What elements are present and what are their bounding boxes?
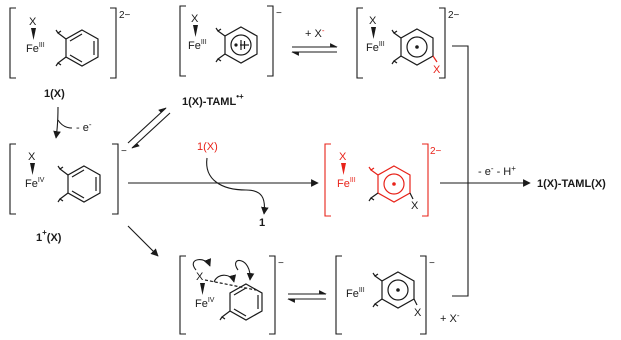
- benzene-ring: [65, 29, 99, 67]
- wedge-bond: [31, 28, 36, 40]
- svg-text:- e-: - e-: [76, 120, 92, 134]
- radical-ring: [381, 271, 415, 309]
- benzene-ring: [67, 165, 101, 203]
- fe-atom: FeIV: [195, 297, 215, 310]
- structure-intermediate-red: 2− X FeIII X: [324, 143, 442, 217]
- oxidation-arrow: - e-: [53, 106, 92, 139]
- label-1plus-x: 1+(X): [36, 228, 62, 244]
- structure-1plus-x: − X FeIV 1+(X): [9, 143, 127, 244]
- equilibrium-arrow-bottom: [287, 290, 327, 303]
- reagent-1x-red: 1(X): [197, 141, 218, 153]
- svg-text:+ X-: + X-: [305, 26, 325, 40]
- fe-atom: FeIII: [337, 177, 356, 190]
- svg-text:2−: 2−: [448, 10, 460, 21]
- structure-x-adduct-top: 2− X FeIII X: [356, 7, 460, 79]
- label-radical-cation: 1(X)-TAML•+: [182, 92, 244, 108]
- svg-text:X: X: [369, 15, 377, 27]
- svg-text:X: X: [196, 271, 204, 283]
- fe-atom: FeIII: [26, 42, 45, 55]
- structure-bridged-feiv: − X FeIV: [179, 255, 284, 335]
- charge-2minus: 2−: [119, 10, 131, 21]
- equilibrium-arrow-top: + X-: [291, 26, 338, 56]
- fe-atom: FeIII: [366, 41, 385, 54]
- label-product: 1(X)-TAML(X): [537, 178, 606, 190]
- svg-text:X: X: [191, 13, 199, 25]
- benzene-ring: [229, 283, 263, 321]
- x-ligand: X: [29, 16, 37, 28]
- structure-x-adduct-bottom: − FeIII X + X-: [335, 255, 460, 335]
- x-on-ring: X: [433, 64, 441, 76]
- svg-text:−: −: [276, 8, 282, 19]
- radical-ring: [400, 28, 434, 66]
- svg-text:−: −: [429, 258, 435, 269]
- svg-text:X: X: [414, 307, 422, 319]
- svg-text:2−: 2−: [430, 146, 442, 157]
- equilibrium-arrow-diagonal: [127, 107, 171, 149]
- svg-text:−: −: [121, 146, 127, 157]
- svg-text:- e- - H+: - e- - H+: [478, 164, 516, 178]
- converging-lines: [440, 45, 469, 297]
- structure-1x: 2− X FeIII 1(X): [9, 7, 131, 100]
- svg-text:X: X: [28, 151, 36, 163]
- radical-cation-ring: [224, 26, 258, 64]
- fe-atom: FeIII: [346, 287, 365, 300]
- label-1x: 1(X): [44, 88, 65, 100]
- ring-substituent: [55, 56, 67, 67]
- main-arrow: 1(X) 1: [128, 141, 319, 229]
- arrow-to-bottom: [127, 225, 159, 257]
- fe-atom: FeIII: [188, 39, 207, 52]
- structure-radical-cation: − X FeIII 1(X)-TAML•+: [179, 5, 282, 108]
- svg-text:X: X: [339, 151, 347, 163]
- reagent-plus-x: + X-: [440, 311, 460, 325]
- product-arrow: - e- - H+ 1(X)-TAML(X): [468, 164, 606, 190]
- label-1: 1: [259, 217, 265, 229]
- svg-text:X: X: [411, 200, 419, 212]
- fe-atom: FeIV: [25, 177, 45, 190]
- ring-substituent: [55, 29, 67, 40]
- svg-text:−: −: [278, 258, 284, 269]
- radical-ring-red: [377, 165, 411, 203]
- wedge-bond: [193, 25, 198, 37]
